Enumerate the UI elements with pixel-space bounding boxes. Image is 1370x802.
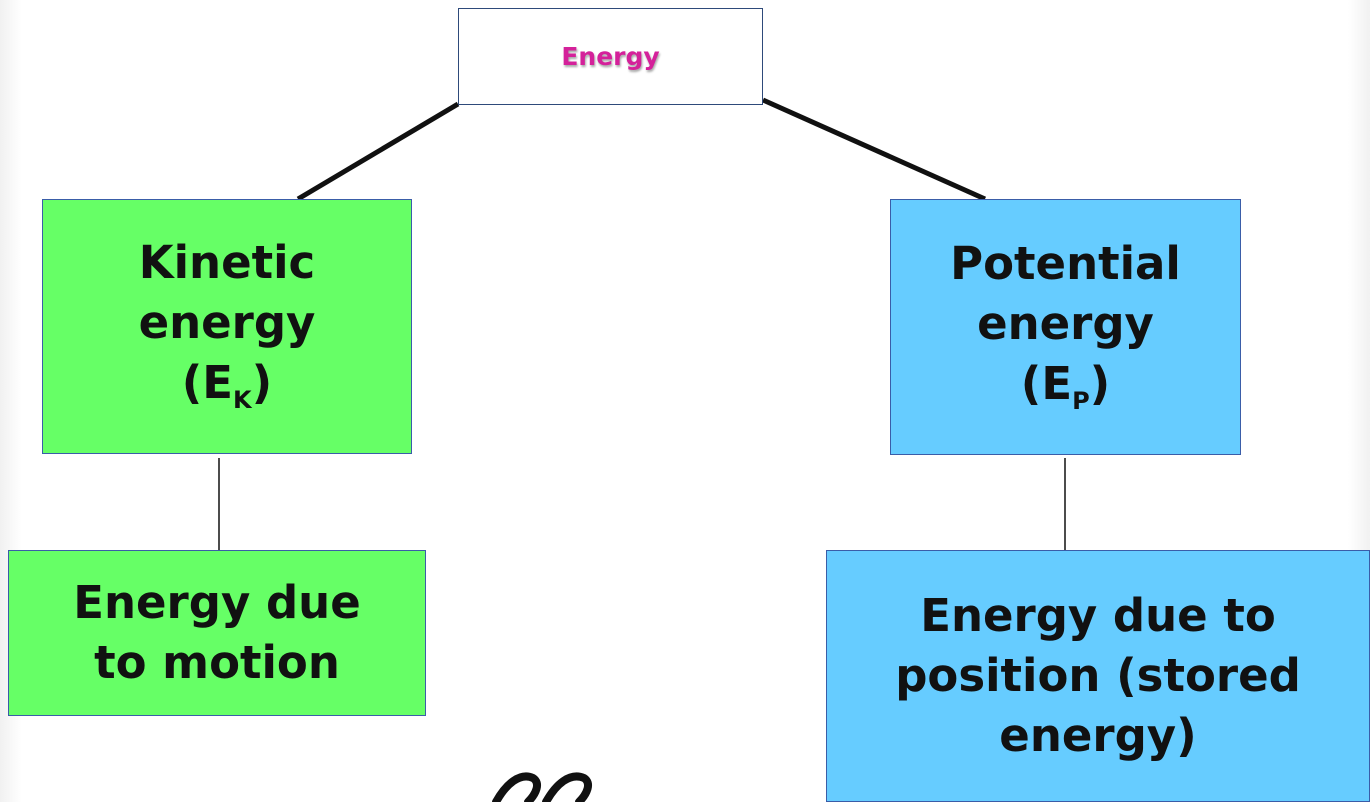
energy-root-node: Energy bbox=[458, 8, 763, 105]
kinetic-symbol-open: (E bbox=[181, 356, 234, 409]
kinetic-symbol-close: ) bbox=[251, 356, 273, 409]
kinetic-description-line1: Energy due bbox=[73, 576, 361, 629]
potential-symbol-open: (E bbox=[1020, 356, 1073, 410]
kinetic-description-line2: to motion bbox=[94, 636, 340, 689]
potential-description-line3: energy) bbox=[999, 709, 1197, 762]
energy-root-label: Energy bbox=[561, 42, 660, 71]
potential-symbol-close: ) bbox=[1089, 356, 1111, 410]
kinetic-symbol-subscript: K bbox=[233, 386, 252, 414]
potential-title-line1: Potential bbox=[950, 236, 1181, 290]
kinetic-symbol: (EK) bbox=[139, 353, 316, 420]
potential-symbol-subscript: P bbox=[1072, 386, 1090, 415]
potential-title-line2: energy bbox=[977, 296, 1154, 350]
potential-symbol: (EP) bbox=[950, 354, 1181, 421]
kinetic-title-line2: energy bbox=[138, 296, 316, 349]
potential-description-line1: Energy due to bbox=[920, 589, 1276, 642]
kinetic-energy-node: Kinetic energy (EK) bbox=[42, 199, 412, 454]
connector-root-potential bbox=[761, 97, 987, 202]
kinetic-description-node: Energy due to motion bbox=[8, 550, 426, 716]
potential-description-line2: position (stored bbox=[895, 649, 1301, 702]
kinetic-title-line1: Kinetic bbox=[138, 236, 316, 289]
potential-description-node: Energy due to position (stored energy) bbox=[826, 550, 1370, 802]
connector-root-kinetic bbox=[296, 101, 460, 202]
potential-energy-node: Potential energy (EP) bbox=[890, 199, 1241, 455]
